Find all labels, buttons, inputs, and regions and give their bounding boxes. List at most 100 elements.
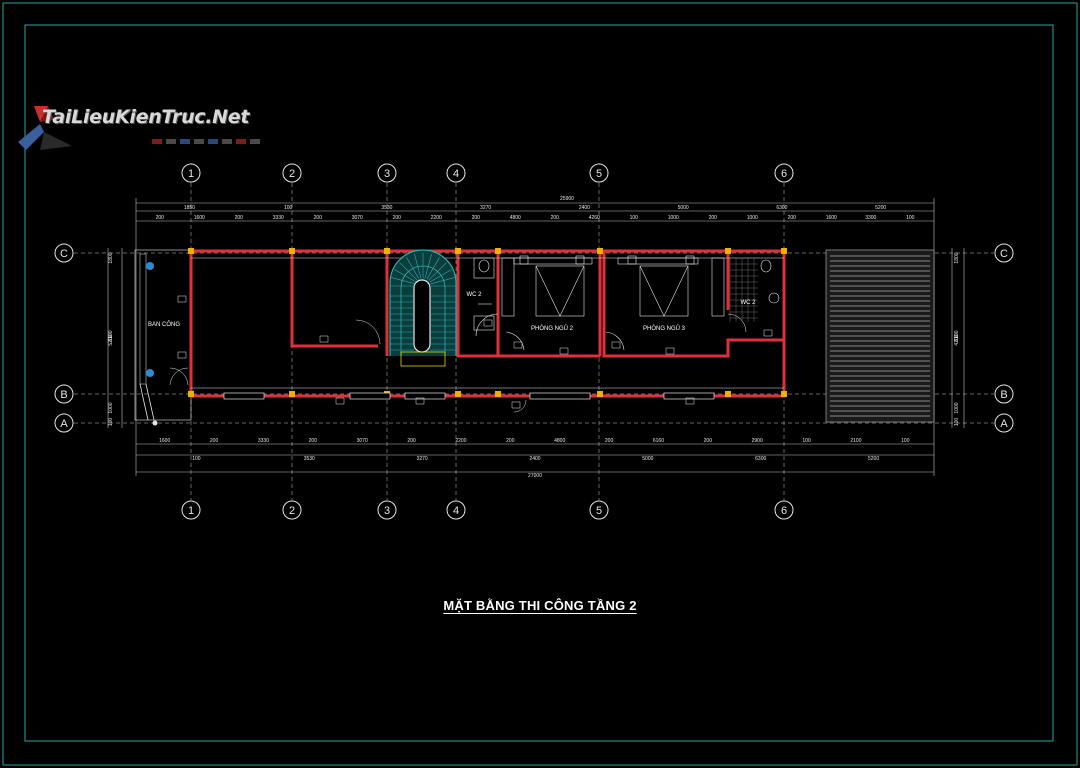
dim-bottom-row1: 2200 xyxy=(455,438,466,444)
tag-boxes xyxy=(177,295,773,409)
logo-color-bar xyxy=(152,139,260,144)
dim-top-row2: 200 xyxy=(788,215,797,221)
grid-label-row: C xyxy=(1000,248,1008,260)
balcony xyxy=(134,249,192,426)
stair-tread-curve xyxy=(391,277,416,285)
room-label: PHÒNG NGỦ 3 xyxy=(643,325,686,332)
grid-bubble-row-A-left xyxy=(54,413,74,433)
dim-top-row2: 1000 xyxy=(747,215,758,221)
column xyxy=(289,248,295,254)
stair-tread-curve xyxy=(430,277,455,285)
dim-bottom-row1: 200 xyxy=(210,438,219,444)
grid-bubble-col-6-top xyxy=(774,163,794,183)
grid-label-row: B xyxy=(60,389,67,401)
dim-top-row2: 4800 xyxy=(510,215,521,221)
doors xyxy=(355,319,527,413)
dim-bottom-total: 27000 xyxy=(528,473,542,479)
grid-label-row: A xyxy=(1000,418,1008,430)
stair-tread-curve xyxy=(424,254,432,279)
dim-left: 1000 xyxy=(108,402,114,413)
dim-bottom-row1: 4800 xyxy=(554,438,565,444)
dimension-lines xyxy=(107,198,965,476)
dim-top-row1: 3270 xyxy=(480,205,491,211)
column xyxy=(455,391,461,397)
grid-label-col: 1 xyxy=(188,168,194,180)
windows xyxy=(223,392,715,400)
grid-label-col: 2 xyxy=(289,168,295,180)
column xyxy=(384,248,390,254)
grid-bubble-row-A-right xyxy=(994,413,1014,433)
dim-bottom-row2: 3530 xyxy=(304,456,315,462)
dim-bottom-row1: 200 xyxy=(506,438,515,444)
dim-top-row1: 3530 xyxy=(381,205,392,211)
dim-top-row2: 2200 xyxy=(431,215,442,221)
dim-bottom-row1: 100 xyxy=(901,438,910,444)
dim-bottom-row2: 6300 xyxy=(755,456,766,462)
dim-top-row2: 100 xyxy=(906,215,915,221)
room-label: PHÒNG NGỦ 2 xyxy=(531,325,574,332)
column xyxy=(495,391,501,397)
bedroom-2-furniture xyxy=(501,255,593,351)
dim-top-row2: 4260 xyxy=(589,215,600,221)
grid-label-col: 5 xyxy=(596,168,602,180)
dim-top-row2: 1600 xyxy=(194,215,205,221)
grid-bubble-row-B-right xyxy=(994,384,1014,404)
dim-bottom-row2: 5000 xyxy=(642,456,653,462)
dim-bottom-row1: 100 xyxy=(802,438,811,444)
dim-left: 1800 xyxy=(108,252,114,263)
room-label: WC 2 xyxy=(741,300,757,306)
dim-top-row2: 200 xyxy=(393,215,402,221)
dim-bottom-row1: 3330 xyxy=(258,438,269,444)
dim-top-row2: 1600 xyxy=(826,215,837,221)
grid-label-col: 6 xyxy=(781,168,787,180)
stair-tread-curve xyxy=(399,262,418,281)
grid-label-col: 3 xyxy=(384,168,390,180)
grid-bubble-col-4-top xyxy=(446,163,466,183)
dim-bottom-row1: 200 xyxy=(309,438,318,444)
grid-bubble-col-3-bottom xyxy=(377,500,397,520)
roof-area xyxy=(825,249,935,423)
dim-top-row2: 200 xyxy=(709,215,718,221)
dim-bottom-row1: 3070 xyxy=(357,438,368,444)
dim-bottom-row1: 1600 xyxy=(159,438,170,444)
dim-top-row1: 5200 xyxy=(875,205,886,211)
dim-bottom-row2: 2400 xyxy=(529,456,540,462)
dim-top-row2: 3300 xyxy=(865,215,876,221)
grid-bubble-row-C-left xyxy=(54,243,74,263)
grid-label-col: 5 xyxy=(596,505,602,517)
dim-bottom-row1: 200 xyxy=(605,438,614,444)
grid-bubble-col-5-bottom xyxy=(589,500,609,520)
grid-label-row: B xyxy=(1000,389,1007,401)
watermark-logo: TaiLieuKienTruc.Net xyxy=(12,100,262,160)
grid-bubble-col-2-top xyxy=(282,163,302,183)
dim-bottom-row1: 200 xyxy=(704,438,713,444)
grid-bubble-col-6-bottom xyxy=(774,500,794,520)
column xyxy=(188,391,194,397)
stair-tread-curve xyxy=(428,262,447,281)
dim-top-row1: 2400 xyxy=(579,205,590,211)
column xyxy=(725,248,731,254)
column xyxy=(725,391,731,397)
dim-top-row1: 1850 xyxy=(184,205,195,211)
wc-right xyxy=(727,257,780,333)
dim-top-row2: 200 xyxy=(551,215,560,221)
grid-bubble-col-3-top xyxy=(377,163,397,183)
dim-top-row1: 100 xyxy=(284,205,293,211)
stair-tread-curve xyxy=(429,269,452,283)
grid-bubble-col-5-top xyxy=(589,163,609,183)
dim-bottom-row2: 3270 xyxy=(417,456,428,462)
column xyxy=(495,248,501,254)
dim-top-row1: 5000 xyxy=(678,205,689,211)
bedroom-3-furniture xyxy=(605,255,725,351)
dim-right: 1000 xyxy=(954,402,960,413)
logo-text: TaiLieuKienTruc.Net xyxy=(42,106,250,128)
dim-right: 1800 xyxy=(954,252,960,263)
dim-left: 6100 xyxy=(108,330,114,341)
grid-bubble-col-4-bottom xyxy=(446,500,466,520)
dim-left: 5200 xyxy=(108,334,114,345)
grid-bubble-col-1-top xyxy=(181,163,201,183)
